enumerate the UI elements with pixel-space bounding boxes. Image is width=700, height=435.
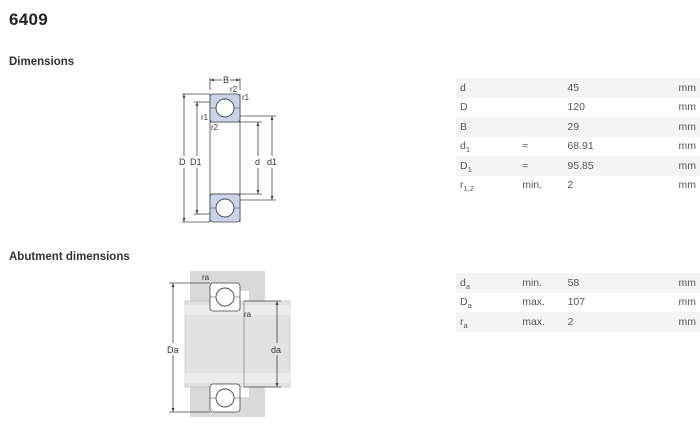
value-cell: 68.91 [567,140,594,153]
page-title: 6409 [9,10,49,29]
symbol-cell: d1 [460,140,471,155]
symbol-cell: D [460,101,468,114]
label-r2-top: r2 [230,85,238,94]
label-da: da [271,345,281,355]
label-B: B [223,75,229,85]
label-ra-top: ra [202,273,210,282]
table-row: ra max. 2 mm [456,312,700,332]
unit-cell: mm [668,312,700,332]
abutment-heading: Abutment dimensions [9,251,130,263]
qualifier-cell: max. [522,296,545,309]
symbol-cell: B [456,117,519,137]
abutment-table: da min. 58 mm Da max. 107 mm ra max. 2 m… [456,273,700,332]
symbol-cell: Da [460,296,472,311]
unit-cell: mm [668,78,700,98]
unit-cell: mm [678,140,697,153]
dimensions-heading: Dimensions [9,56,75,68]
value-cell: 120 [567,101,585,114]
label-d: d [255,157,260,167]
label-r2-mid: r2 [211,123,219,132]
symbol-cell: d [456,78,519,98]
value-cell: 45 [563,78,669,98]
abutment-dimensions-diagram: ra ra Da da [165,265,300,430]
dimensions-table: d 45 mm D 120 mm B 29 mm d1 ≈ 68.91 mm D… [456,78,700,195]
unit-cell: mm [668,273,700,293]
qualifier-cell: ≈ [518,156,564,176]
qualifier-cell [518,117,564,137]
unit-cell: mm [668,117,700,137]
qualifier-cell: ≈ [522,140,528,153]
symbol-cell: da [456,273,519,293]
table-row: r1,2 min. 2 mm [456,176,700,196]
label-r1-top: r1 [242,93,250,102]
value-cell: 2 [567,179,574,192]
table-row: da min. 58 mm [456,273,700,293]
table-row: d1 ≈ 68.91 mm [456,137,700,157]
table-row: D 120 mm [456,98,700,118]
value-cell: 29 [563,117,669,137]
symbol-cell: ra [456,312,519,332]
label-d1: d1 [267,157,277,167]
label-r1-mid: r1 [201,113,209,122]
qualifier-cell: min. [522,179,543,192]
label-ra-mid: ra [244,310,252,319]
value-cell: 95.85 [563,156,669,176]
table-row: D1 ≈ 95.85 mm [456,156,700,176]
unit-cell: mm [678,296,697,309]
unit-cell: mm [668,156,700,176]
table-row: Da max. 107 mm [456,293,700,313]
label-Da: Da [167,345,179,355]
symbol-cell: r1,2 [460,179,474,194]
qualifier-cell: min. [518,273,564,293]
qualifier-cell [518,98,563,118]
unit-cell: mm [678,179,697,192]
table-row: B 29 mm [456,117,700,137]
unit-cell: mm [678,101,697,114]
symbol-cell: D1 [456,156,519,176]
qualifier-cell: max. [518,312,564,332]
table-row: d 45 mm [456,78,700,98]
value-cell: 58 [563,273,669,293]
value-cell: 107 [567,296,586,309]
label-D1: D1 [190,157,202,167]
qualifier-cell [518,78,564,98]
bearing-dimensions-diagram: B r2 r1 r1 r2 D D1 d d1 [170,70,300,230]
value-cell: 2 [563,312,669,332]
label-D: D [179,157,186,167]
